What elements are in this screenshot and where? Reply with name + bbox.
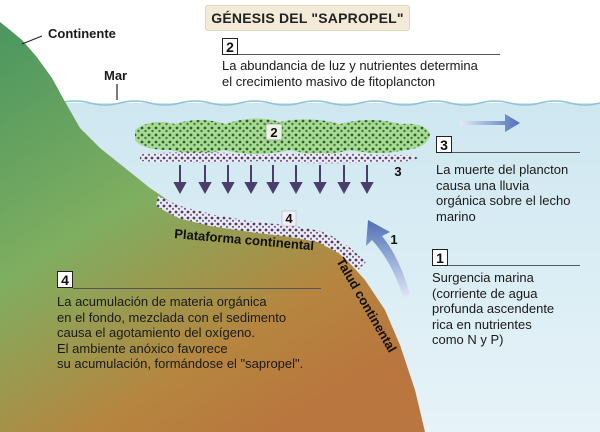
rain-arrow <box>244 165 258 195</box>
sea-surface-line <box>0 100 600 106</box>
continente-label: Continente <box>48 26 116 41</box>
step-3-rule <box>452 152 580 153</box>
step-4-text: La acumulación de materia orgánica en el… <box>57 294 304 371</box>
organic-rain-arrows <box>173 165 374 195</box>
step-2-rule <box>238 54 500 55</box>
mar-label: Mar <box>104 68 128 83</box>
surface-current-arrow <box>460 114 520 132</box>
step-3-number: 3 <box>436 136 452 153</box>
sediment-layer <box>156 196 366 270</box>
rain-arrow <box>198 165 212 195</box>
upwelling-arrow <box>366 220 410 297</box>
step-1-text: Surgencia marina (corriente de agua prof… <box>432 270 555 347</box>
marker-4-bg <box>281 210 297 227</box>
rain-arrow <box>266 165 280 195</box>
marker-1: 1 <box>390 232 397 247</box>
continent-land <box>0 22 425 432</box>
step-1-number: 1 <box>432 249 448 266</box>
rain-arrow <box>360 165 374 195</box>
rain-arrow <box>289 165 303 195</box>
step-4-rule <box>73 288 321 289</box>
phytoplankton-bloom <box>135 118 430 154</box>
step-2-number: 2 <box>222 38 238 55</box>
step-4-number: 4 <box>57 271 73 288</box>
step-1-rule <box>448 265 580 266</box>
marker-2-bg <box>265 123 283 141</box>
marker-4: 4 <box>285 211 293 226</box>
marker-3: 3 <box>394 164 401 179</box>
step-3-text: La muerte del plancton causa una lluvia … <box>436 162 571 224</box>
marker-2: 2 <box>270 125 277 140</box>
continent-pointer <box>21 35 43 45</box>
rain-arrow <box>221 165 235 195</box>
rain-arrow <box>173 165 187 195</box>
dead-plankton-band <box>140 152 418 164</box>
rain-arrow <box>337 165 351 195</box>
rain-arrow <box>313 165 327 195</box>
diagram-title: GÉNESIS DEL "SAPROPEL" <box>205 5 410 31</box>
step-2-text: La abundancia de luz y nutrientes determ… <box>222 58 478 89</box>
